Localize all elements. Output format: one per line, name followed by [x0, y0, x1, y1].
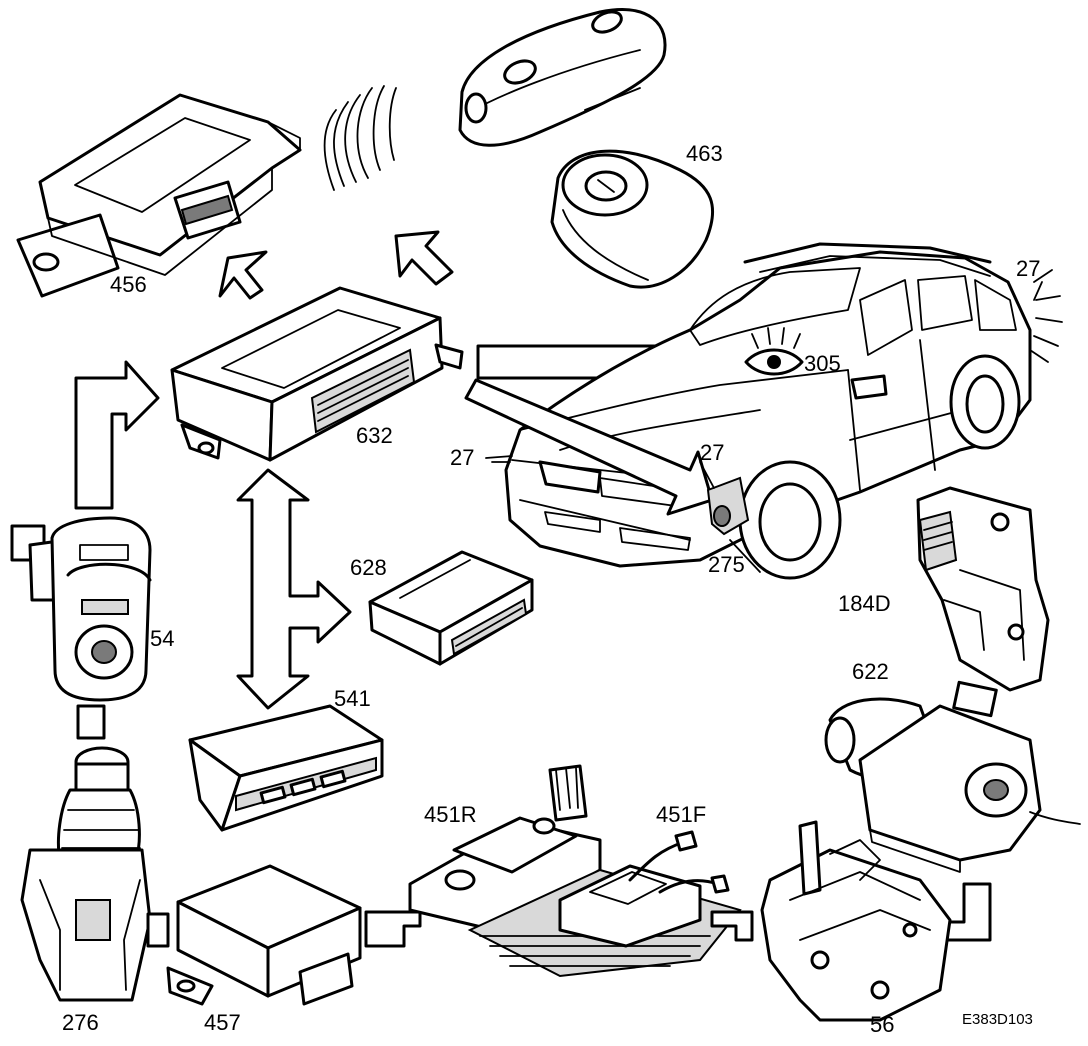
label-275: 275 [708, 552, 745, 577]
label-622: 622 [852, 659, 889, 684]
radio-waves-icon [323, 85, 397, 191]
label-456: 456 [110, 272, 147, 297]
arrow-54-to-632 [74, 360, 160, 510]
component-463-ignition-switch [550, 149, 715, 289]
connector-bracket [710, 910, 754, 942]
connector-block [76, 704, 106, 740]
label-541: 541 [334, 686, 371, 711]
label-184D: 184D [838, 591, 891, 616]
component-451F-lamp [467, 830, 742, 978]
label-27-front-right: 27 [700, 440, 724, 465]
component-56-lock [760, 820, 952, 1022]
connector-bracket [146, 912, 170, 948]
component-541-display [188, 704, 384, 832]
label-54: 54 [150, 626, 174, 651]
component-622-motor [824, 697, 1081, 873]
label-276: 276 [62, 1010, 99, 1035]
component-276-gear-selector [20, 746, 152, 1002]
label-451F: 451F [656, 802, 706, 827]
arrow-fob-to-632 [394, 230, 454, 286]
label-457: 457 [204, 1010, 241, 1035]
arrow-456-to-632 [218, 250, 268, 300]
label-305: 305 [804, 351, 841, 376]
label-632: 632 [356, 423, 393, 448]
car-illustration [464, 242, 1063, 580]
component-54-switch [10, 516, 152, 702]
label-27-front-left: 27 [450, 445, 474, 470]
label-628: 628 [350, 555, 387, 580]
label-27-rear: 27 [1016, 256, 1040, 281]
connector-bracket [364, 910, 422, 948]
connector-block [952, 680, 998, 718]
component-628-module [368, 550, 534, 666]
eye-icon [744, 327, 804, 376]
component-456-receiver-module [16, 93, 302, 298]
label-463: 463 [686, 141, 723, 166]
label-451R: 451R [424, 802, 477, 827]
leader-lines [485, 281, 1043, 573]
component-457-module [166, 864, 362, 1006]
double-arrow-632-541 [236, 468, 352, 710]
remote-key-fob [458, 8, 667, 147]
component-632-control-module [170, 286, 464, 462]
figure-reference-code: E383D103 [962, 1011, 1033, 1028]
label-56: 56 [870, 1012, 894, 1037]
component-184D-actuator [916, 486, 1050, 692]
component-451R-lamp [408, 764, 602, 932]
